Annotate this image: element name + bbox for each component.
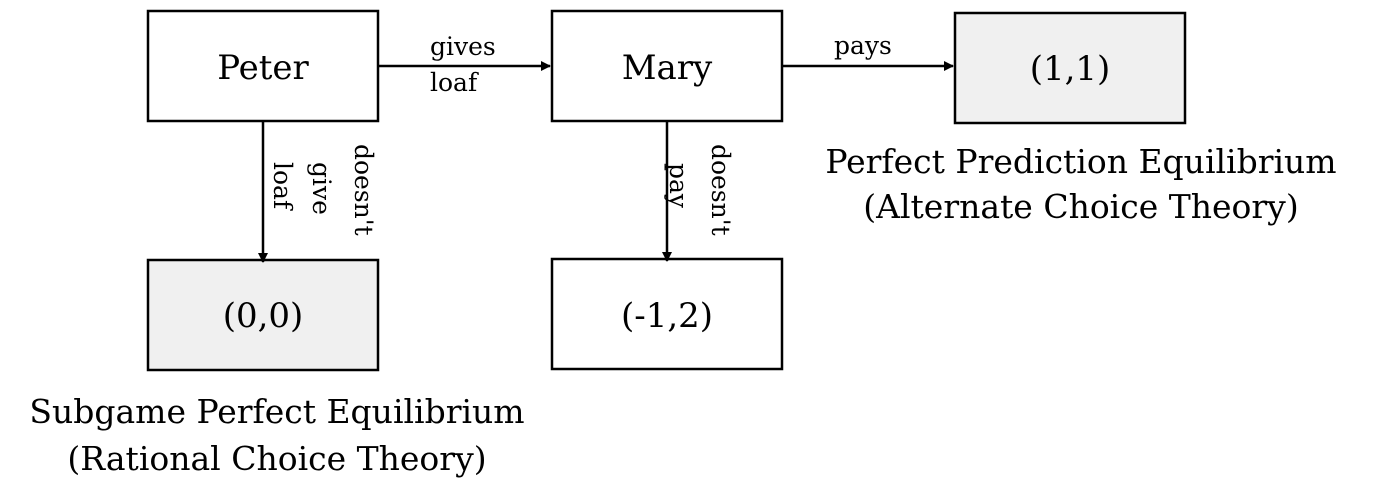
outcome-no-pay-label: (-1,2): [621, 296, 713, 336]
pays-label: pays: [834, 31, 892, 60]
perfect-prediction-caption-line1: Perfect Prediction Equilibrium: [825, 142, 1336, 181]
subgame-perfect-caption-line2: (Rational Choice Theory): [67, 439, 486, 478]
outcome-pay-label: (1,1): [1030, 49, 1111, 89]
outcome-pay-node: [953, 11, 1187, 125]
doesnt-give-loaf-label-line3: loaf: [268, 162, 297, 211]
gives-loaf-label-line1: gives: [430, 32, 496, 61]
doesnt-pay-label-line1: doesn't: [706, 144, 735, 236]
peter-label: Peter: [217, 48, 309, 88]
peter-node: [146, 9, 380, 123]
doesnt-give-loaf-label-line1: doesn't: [349, 144, 378, 236]
mary-node: [550, 9, 784, 123]
outcome-no-loaf-label: (0,0): [223, 296, 304, 336]
perfect-prediction-caption-line2: (Alternate Choice Theory): [863, 187, 1298, 226]
gives-loaf-label-line2: loaf: [430, 68, 479, 97]
subgame-perfect-caption-line1: Subgame Perfect Equilibrium: [29, 392, 524, 431]
outcome-no-loaf-node: [146, 258, 380, 372]
doesnt-pay-label-line2: pay: [664, 163, 693, 209]
outcome-no-pay-node: [550, 257, 784, 371]
doesnt-give-loaf-label-line2: give: [307, 162, 336, 215]
mary-label: Mary: [622, 48, 713, 88]
